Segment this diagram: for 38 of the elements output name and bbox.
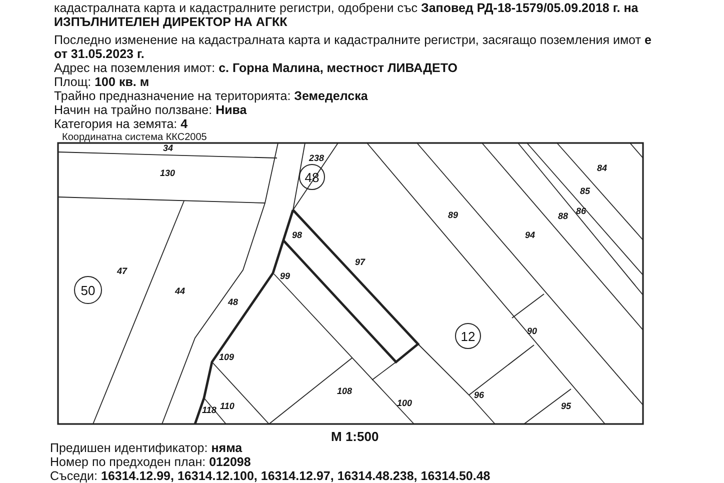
property-info-text: Начин на трайно ползване: Нива: [54, 103, 247, 117]
property-info-text: Трайно предназначение на територията: Земеделска: [54, 89, 368, 103]
parcel-group-number: 12: [460, 330, 476, 342]
parcel-number: 34: [163, 143, 174, 153]
parcel-number: 100: [397, 398, 412, 408]
parcel-number: 99: [280, 271, 290, 281]
parcel-number: 130: [160, 168, 176, 178]
property-info-text: Номер по предходен план: 012098: [50, 455, 251, 469]
parcel-group-number: 50: [80, 284, 96, 296]
parcel-circle: [455, 323, 481, 349]
scale-label: М 1:500: [331, 430, 379, 444]
parcel-number: 108: [337, 386, 352, 396]
parcel-number: 48: [228, 297, 238, 307]
parcel-number: 84: [597, 163, 608, 173]
property-info-text: кадастралната карта и кадастралните регистри, одобрени със Заповед РД-18-1579/05.09.2018 г. на ИЗПЪЛНИТЕЛЕН ДИРЕКТОР НА АГКК: [54, 1, 640, 29]
property-info-text: Адрес на поземления имот: с. Горна Малина, местност ЛИВАДЕТО: [54, 61, 458, 75]
parcel-number: 89: [448, 210, 458, 220]
parcel-number: 96: [474, 390, 484, 400]
coordinate-system-note: Координатна система ККС2005: [62, 131, 207, 144]
property-info-text: Последно изменение на кадастралната карта и кадастралните регистри, засягащо поземления имот е от 31.05.2023 г.: [54, 33, 652, 61]
parcel-number: 90: [527, 326, 538, 336]
parcel-number: 238: [309, 153, 324, 163]
parcel-number: 85: [580, 186, 590, 196]
parcel-number: 94: [525, 230, 536, 240]
property-info-text: Категория на земята: 4: [54, 117, 188, 131]
property-info-text: Предишен идентификатор: няма: [50, 441, 242, 455]
parcel-number: 88: [558, 211, 568, 221]
parcel-circle: [74, 276, 102, 304]
property-info-text: Съседи: 16314.12.99, 16314.12.100, 16314.12.97, 16314.48.238, 16314.50.48: [50, 469, 490, 483]
property-info-text: Площ: 100 кв. м: [54, 75, 150, 89]
parcel-number: 95: [561, 401, 572, 411]
parcel-number: 44: [175, 286, 186, 296]
parcel-number: 86: [576, 206, 586, 216]
parcel-number: 47: [117, 266, 128, 276]
parcel-number: 110: [220, 401, 234, 411]
parcel-number: 109: [219, 352, 234, 362]
parcel-number: 97: [355, 257, 366, 267]
parcel-number: 98: [292, 230, 302, 240]
